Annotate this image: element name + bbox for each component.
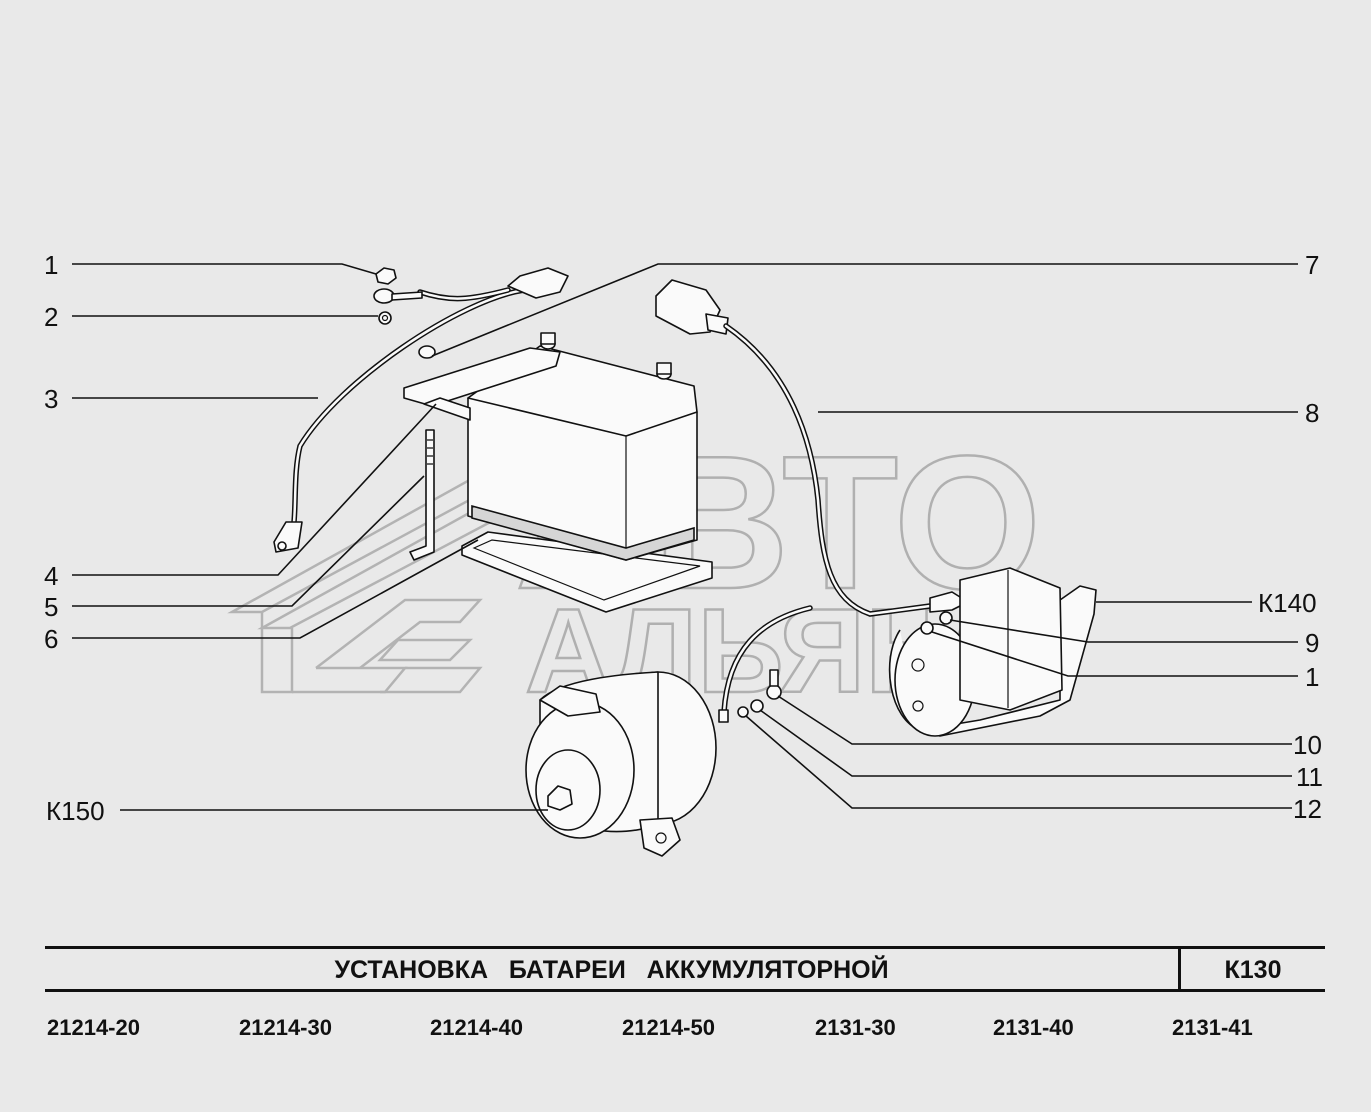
callout-3: 3 (44, 384, 58, 414)
callout-6: 6 (44, 624, 58, 654)
leader-12 (745, 715, 1292, 809)
title-divider (1178, 949, 1181, 989)
callout-7: 7 (1305, 250, 1319, 280)
callout-2: 2 (44, 302, 58, 332)
hold-down-rod (409, 429, 435, 561)
callout-10: 10 (1293, 730, 1322, 760)
leader-5 (72, 475, 425, 607)
callout-4: 4 (44, 561, 58, 591)
callout-5: 5 (44, 592, 58, 622)
callout-8: 8 (1305, 398, 1319, 428)
model-code: 2131-41 (1172, 1015, 1253, 1040)
callout-k150: К150 (46, 796, 105, 826)
generator (525, 671, 717, 857)
positive-cable (655, 279, 969, 723)
callout-12: 12 (1293, 794, 1322, 824)
callout-k140: К140 (1258, 588, 1317, 618)
callout-11: 11 (1296, 762, 1323, 792)
leader-7 (431, 263, 1298, 357)
battery (467, 332, 698, 561)
model-code: 21214-50 (622, 1015, 715, 1040)
section-code: К130 (1224, 956, 1282, 984)
model-code: 21214-20 (47, 1015, 140, 1040)
title-block: УСТАНОВКА БАТАРЕИ АККУМУЛЯТОРНОЙ К130 (45, 946, 1325, 992)
callout-1-right: 1 (1305, 662, 1319, 692)
leader-10 (777, 695, 1292, 745)
leader-11 (759, 709, 1292, 777)
page-title: УСТАНОВКА БАТАРЕИ АККУМУЛЯТОРНОЙ (334, 956, 889, 984)
leader-4 (72, 403, 437, 576)
leader-6 (72, 539, 479, 639)
model-code: 2131-30 (815, 1015, 896, 1040)
starter-motor (888, 567, 1097, 737)
leader-1-top (72, 263, 377, 275)
leader-1-right (931, 631, 1298, 677)
clamp-bar (403, 345, 561, 421)
model-code: 21214-30 (239, 1015, 332, 1040)
nut-washer (375, 267, 397, 325)
negative-cable (273, 267, 569, 553)
assembly-diagram: АВТО АЛЬЯНС (44, 250, 1323, 857)
callouts: 1 2 3 4 5 6 7 8 К140 9 1 10 11 12 К150 (44, 250, 1323, 826)
callout-9: 9 (1305, 628, 1319, 658)
fasteners-10-12 (737, 669, 782, 718)
model-code: 21214-40 (430, 1015, 523, 1040)
leader-9 (949, 619, 1298, 643)
callout-1-top: 1 (44, 250, 58, 280)
model-code: 2131-40 (993, 1015, 1074, 1040)
battery-tray (461, 531, 713, 613)
